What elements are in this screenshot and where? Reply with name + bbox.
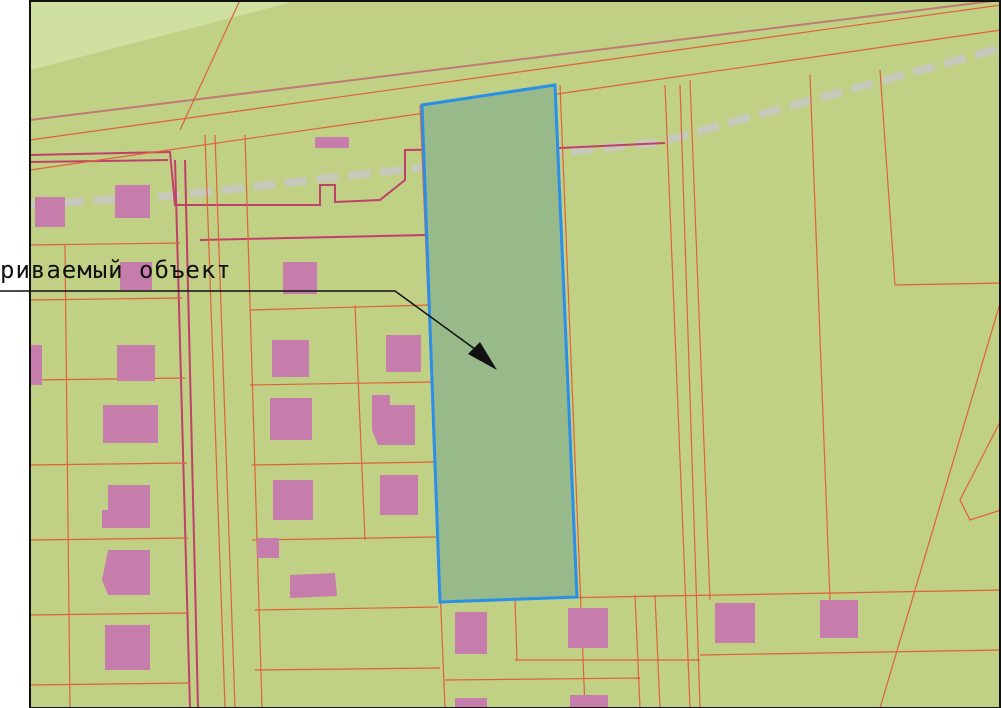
callout-label: ривaемый объект bbox=[0, 256, 232, 284]
parcel-lines bbox=[29, 0, 1001, 708]
road-lines bbox=[29, 0, 1001, 708]
buildings bbox=[30, 137, 858, 708]
arrow-head-icon bbox=[468, 342, 497, 370]
map-frame bbox=[29, 0, 1001, 708]
callout-leader bbox=[0, 290, 491, 361]
highlighted-object[interactable] bbox=[420, 83, 579, 604]
